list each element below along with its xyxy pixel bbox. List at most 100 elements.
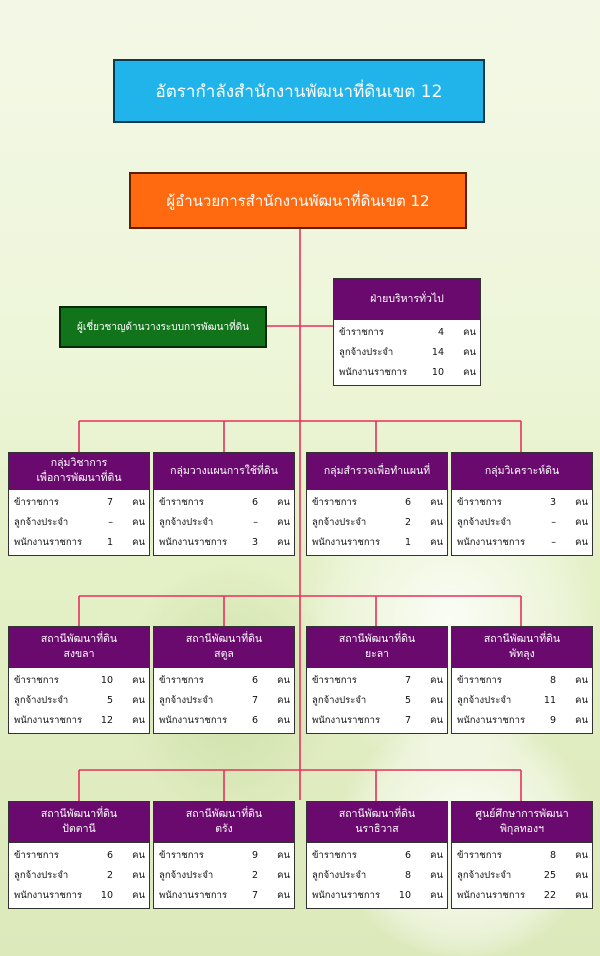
staff-type-label: ข้าราชการ: [159, 850, 204, 861]
staff-count: 2: [106, 870, 113, 881]
group-unit-box: กลุ่มวิชาการเพื่อการพัฒนาที่ดินข้าราชการ…: [8, 452, 150, 556]
staff-unit: คน: [575, 497, 588, 508]
unit-name-line: สถานีพัฒนาที่ดิน: [483, 633, 561, 645]
staff-type-label: ลูกจ้างประจำ: [312, 870, 367, 881]
staff-unit: คน: [277, 537, 290, 548]
staff-unit: คน: [132, 675, 145, 686]
staff-row: ลูกจ้างประจำ 7 คน: [159, 691, 290, 711]
unit-name-line: ปัตตานี: [62, 823, 96, 835]
staff-unit: คน: [430, 715, 443, 726]
staff-type-label: พนักงานราชการ: [14, 890, 83, 901]
staff-count: 6: [251, 675, 258, 686]
staff-unit: คน: [132, 870, 145, 881]
staff-unit: คน: [430, 890, 443, 901]
staff-unit: คน: [277, 870, 290, 881]
unit-name: สถานีพัฒนาที่ดินพัทลุง: [452, 627, 592, 668]
unit-name: สถานีพัฒนาที่ดินสตูล: [154, 627, 294, 668]
staff-count: 25: [543, 870, 556, 881]
staff-type-label: พนักงานราชการ: [312, 715, 381, 726]
staff-type-label: ลูกจ้างประจำ: [339, 347, 394, 358]
staff-count: 6: [106, 850, 113, 861]
unit-name-line: พิกุลทองฯ: [500, 823, 544, 835]
staff-count: 7: [404, 715, 411, 726]
staff-type-label: ลูกจ้างประจำ: [14, 870, 69, 881]
staff-unit: คน: [277, 695, 290, 706]
staff-type-label: ลูกจ้างประจำ: [457, 870, 512, 881]
staff-count: 14: [431, 347, 444, 358]
staff-row: ข้าราชการ 3 คน: [457, 493, 588, 513]
staff-type-label: ลูกจ้างประจำ: [159, 695, 214, 706]
staff-count: 10: [100, 890, 113, 901]
staff-type-label: ข้าราชการ: [312, 675, 357, 686]
staff-unit: คน: [277, 497, 290, 508]
unit-name-line: กลุ่มวิเคราะห์ดิน: [484, 464, 560, 477]
staff-count: 10: [398, 890, 411, 901]
unit-name: ศูนย์ศึกษาการพัฒนาพิกุลทองฯ: [452, 802, 592, 843]
staff-unit: คน: [430, 517, 443, 528]
unit-name: กลุ่มวิชาการเพื่อการพัฒนาที่ดิน: [9, 453, 149, 490]
staff-count: 8: [549, 675, 556, 686]
staff-row: ลูกจ้างประจำ 2 คน: [14, 866, 145, 886]
staff-type-label: พนักงานราชการ: [159, 715, 228, 726]
unit-name-line: พัทลุง: [509, 648, 535, 660]
staff-count: 7: [251, 695, 258, 706]
staff-unit: คน: [277, 517, 290, 528]
staff-unit: คน: [463, 327, 476, 338]
unit-name-line: สถานีพัฒนาที่ดิน: [40, 808, 118, 820]
staff-count: 6: [404, 850, 411, 861]
unit-name-line: สถานีพัฒนาที่ดิน: [338, 808, 416, 820]
staff-count: 8: [549, 850, 556, 861]
staff-unit: คน: [132, 497, 145, 508]
staff-type-label: ข้าราชการ: [159, 497, 204, 508]
staff-unit: คน: [430, 675, 443, 686]
unit-name: กลุ่มสำรวจเพื่อทำแผนที่: [307, 453, 447, 490]
staff-count: 12: [100, 715, 113, 726]
unit-name-line: สถานีพัฒนาที่ดิน: [338, 633, 416, 645]
staff-count: 9: [251, 850, 258, 861]
staff-unit: คน: [430, 870, 443, 881]
staff-unit: คน: [575, 715, 588, 726]
staff-type-label: พนักงานราชการ: [159, 890, 228, 901]
chart-title: อัตรากำลังสำนักงานพัฒนาที่ดินเขต 12: [113, 59, 485, 123]
unit-name: สถานีพัฒนาที่ดินปัตตานี: [9, 802, 149, 843]
staff-unit: คน: [575, 870, 588, 881]
staff-unit: คน: [132, 537, 145, 548]
staff-count: 3: [549, 497, 556, 508]
staff-count: 4: [437, 327, 444, 338]
staff-type-label: ข้าราชการ: [457, 675, 502, 686]
staff-type-label: ข้าราชการ: [14, 675, 59, 686]
staff-count: 22: [543, 890, 556, 901]
unit-name: สถานีพัฒนาที่ดินนราธิวาส: [307, 802, 447, 843]
staff-type-label: ข้าราชการ: [457, 497, 502, 508]
staff-row: พนักงานราชการ–คน: [457, 533, 588, 553]
staff-count: 2: [404, 517, 411, 528]
unit-name: กลุ่มวิเคราะห์ดิน: [452, 453, 592, 490]
staff-count: 3: [251, 537, 258, 548]
staff-row: ลูกจ้างประจำ–คน: [457, 513, 588, 533]
staff-unit: คน: [575, 517, 588, 528]
expert-box: ผู้เชี่ยวชาญด้านวางระบบการพัฒนาที่ดิน: [59, 306, 267, 348]
staff-unit: คน: [430, 850, 443, 861]
staff-count: 9: [549, 715, 556, 726]
staff-type-label: ข้าราชการ: [312, 497, 357, 508]
